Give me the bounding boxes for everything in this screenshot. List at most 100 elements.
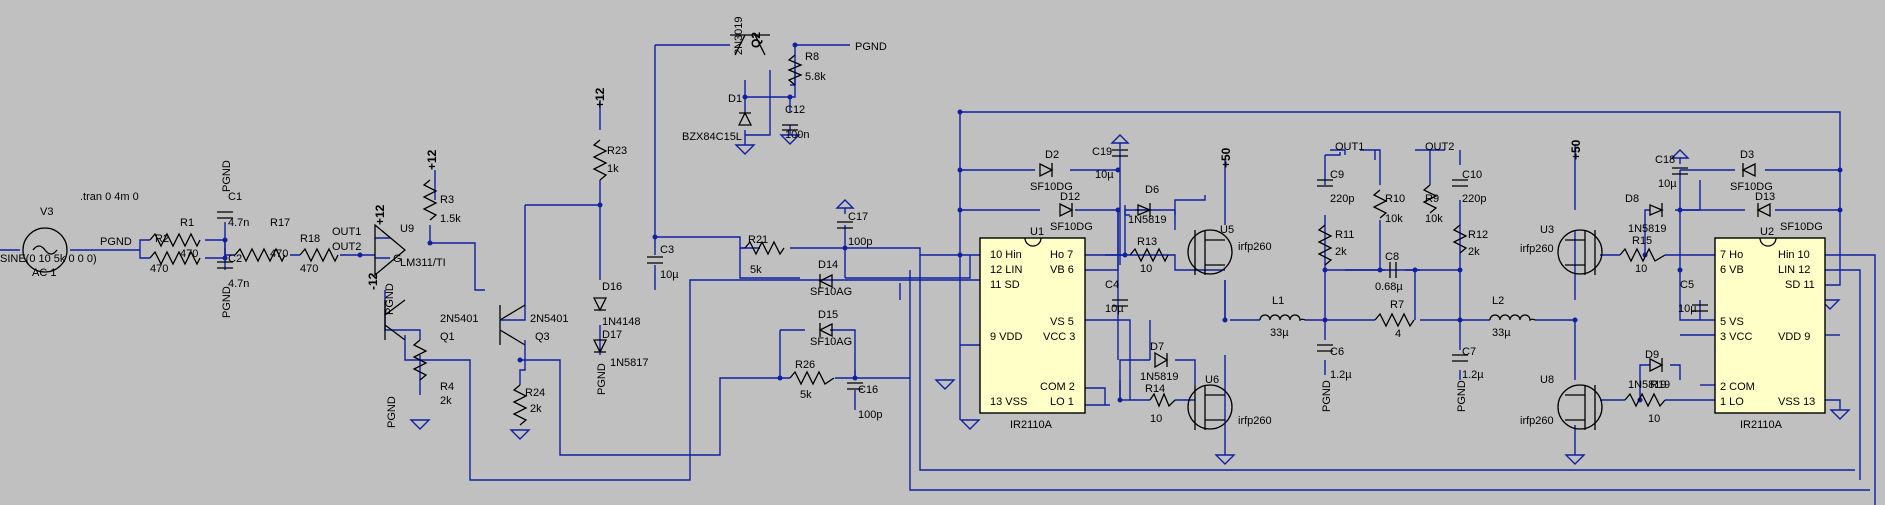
label-parts-r11-0: R11 [1335, 229, 1354, 241]
u1-pin-vb: VB 6 [1050, 264, 1074, 276]
label-parts-u5-1: irfp260 [1238, 241, 1272, 253]
source-v3[interactable]: V3 SINE(0 10 5k 0 0 0) AC 1 [0, 206, 97, 279]
diodes [592, 111, 1771, 373]
opamp-u9[interactable]: G [374, 223, 407, 277]
u1-pin-vcc: VCC 3 [1043, 331, 1075, 343]
label-parts-c12-1: 100n [785, 129, 809, 141]
u1-pin-lin: 12 LIN [990, 264, 1022, 276]
u2-pin-lin: LIN 12 [1778, 264, 1810, 276]
source-value: SINE(0 10 5k 0 0 0) [0, 253, 97, 265]
label-parts-c19-1: 10µ [1095, 169, 1114, 181]
label-parts-c8-0: C8 [1385, 251, 1399, 263]
net-labels: PGND OUT1 OUT2 OUT1 OUT2 PGND PGND PGND … [221, 41, 1583, 428]
net-p50-u5: +50 [1219, 147, 1233, 168]
label-parts-d1-0: D1 [728, 93, 742, 105]
label-parts-d3-0: D3 [1740, 149, 1754, 161]
wires [0, 44, 1876, 505]
u1-pin-vs: VS 5 [1050, 316, 1074, 328]
label-parts-u8-1: irfp260 [1520, 415, 1554, 427]
u1-pin-hin: 10 Hin [990, 249, 1022, 261]
label-parts-r7-0: R7 [1390, 299, 1404, 311]
label-parts-d7-0: D7 [1150, 341, 1164, 353]
u2-pin-lo: 1 LO [1720, 396, 1744, 408]
label-parts-r2-1: 470 [150, 263, 168, 275]
label-parts-c10-1: 220p [1462, 193, 1486, 205]
transistors [384, 34, 1603, 430]
label-parts-r12-1: 2k [1468, 246, 1480, 258]
label-parts-c18-1: 10µ [1658, 178, 1677, 190]
label-parts-q2-0: Q2 [749, 32, 763, 48]
label-parts-d15-1: SF10AG [810, 336, 852, 348]
source-name: V3 [40, 206, 53, 218]
label-parts-r4-1: 2k [440, 395, 452, 407]
u1-pin-vss: 13 VSS [990, 396, 1027, 408]
label-parts-c5-0: C5 [1680, 279, 1694, 291]
net-pgnd-u9: PGND [384, 283, 396, 315]
label-parts-u6-1: irfp260 [1238, 415, 1272, 427]
u1-pin-com: COM 2 [1040, 381, 1075, 393]
u1-pin-lo: LO 1 [1050, 396, 1074, 408]
label-parts-r23-0: R23 [607, 145, 627, 157]
label-parts-d13-0: D13 [1755, 191, 1775, 203]
label-parts-d16-1: 1N4148 [602, 316, 641, 328]
ic-u1[interactable]: 10 Hin 12 LIN 11 SD 9 VDD 13 VSS Ho 7 VB… [979, 226, 1086, 431]
label-parts-r1-0: R1 [180, 217, 194, 229]
label-parts-c16-1: 100p [858, 409, 882, 421]
label-parts-r17-1: 470 [270, 248, 288, 260]
net-out2-left: OUT2 [332, 241, 361, 253]
label-parts-d8-1: 1N5819 [1628, 223, 1667, 235]
u2-pin-vb: 6 VB [1720, 264, 1744, 276]
label-parts-r23-1: 1k [607, 163, 619, 175]
label-parts-r24-0: R24 [525, 387, 545, 399]
label-parts-d17-0: D17 [602, 329, 622, 341]
u2-pin-com: 2 COM [1720, 381, 1755, 393]
label-parts-c3-1: 10µ [660, 269, 679, 281]
label-parts-d8-0: D8 [1625, 193, 1639, 205]
spice-directive[interactable]: .tran 0 4m 0 [80, 191, 139, 203]
label-parts-c19-0: C19 [1092, 146, 1112, 158]
label-parts-r14-0: R14 [1145, 383, 1165, 395]
label-parts-u6-0: U6 [1205, 374, 1219, 386]
label-parts-r15-0: R15 [1632, 235, 1652, 247]
label-parts-c1-1: 4.7n [228, 217, 249, 229]
label-parts-r15-1: 10 [1635, 263, 1647, 275]
label-parts-d14-1: SF10AG [810, 286, 852, 298]
net-pgnd-q1: PGND [386, 396, 398, 428]
resistors [149, 54, 1666, 426]
label-parts-l1-0: L1 [1272, 295, 1284, 307]
label-parts-q2-1: 2N3019 [733, 16, 745, 55]
label-parts-q3-0: Q3 [535, 331, 550, 343]
opamp-pin-g: G [393, 253, 402, 265]
label-parts-q1-1: 2N5401 [440, 313, 479, 325]
label-parts-r4-0: R4 [440, 381, 454, 393]
label-parts-d12-1: SF10DG [1050, 221, 1093, 233]
label-parts-d6-1: 1N5819 [1128, 214, 1167, 226]
label-parts-r17-0: R17 [270, 217, 290, 229]
net-pgnd-c1: PGND [221, 160, 233, 192]
label-parts-q3-1: 2N5401 [530, 313, 569, 325]
label-parts-d2-0: D2 [1045, 149, 1059, 161]
label-parts-l2-0: L2 [1492, 295, 1504, 307]
label-parts-r7-1: 4 [1395, 328, 1401, 340]
label-parts-c18-0: C18 [1655, 154, 1675, 166]
label-parts-r26-0: R26 [795, 359, 815, 371]
label-parts-r9-1: 10k [1425, 213, 1443, 225]
label-parts-r19-1: 10 [1648, 413, 1660, 425]
ic-u2[interactable]: 7 Ho 6 VB 5 VS 3 VCC 2 COM 1 LO Hin 10 L… [1714, 226, 1826, 431]
label-parts-r10-1: 10k [1385, 213, 1403, 225]
net-out1-center: OUT1 [1335, 141, 1364, 153]
label-parts-c5-1: 10µ [1678, 303, 1697, 315]
label-parts-c9-0: C9 [1330, 169, 1344, 181]
u2-pin-vss: VSS 13 [1778, 396, 1815, 408]
label-parts-r12-0: R12 [1468, 229, 1488, 241]
label-parts-d6-0: D6 [1145, 184, 1159, 196]
net-pgnd-q2: PGND [855, 41, 887, 53]
label-parts-r10-0: R10 [1385, 193, 1405, 205]
inductors [1259, 314, 1536, 322]
ground-symbols [410, 134, 1850, 465]
label-parts-d1-1: BZX84C15L [682, 131, 742, 143]
label-parts-c17-0: C17 [848, 211, 868, 223]
source-ac: AC 1 [32, 267, 56, 279]
label-parts-d17-1: 1N5817 [610, 357, 649, 369]
